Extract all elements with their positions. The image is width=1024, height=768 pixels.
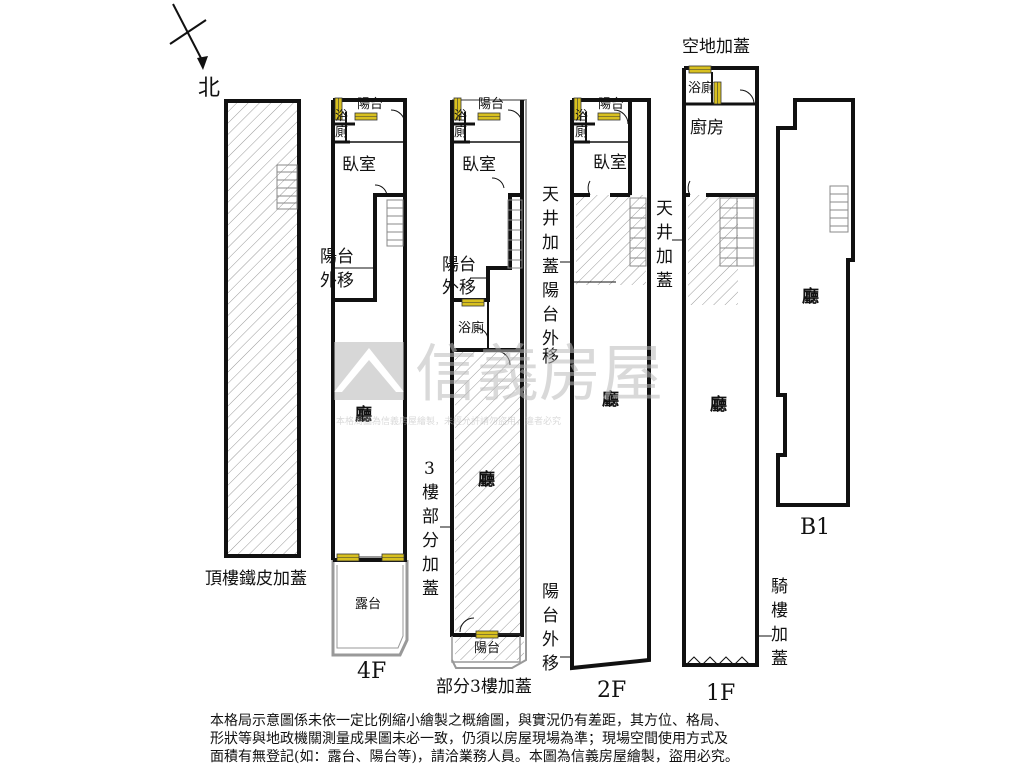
floor-3f-note-6: 蓋 bbox=[422, 579, 439, 599]
floor-2f-note-5: 陽 bbox=[542, 281, 559, 301]
floor-1f-arcade-4: 蓋 bbox=[771, 649, 788, 669]
disclaimer: 本格局示意圖係未依一定比例縮小繪製之概繪圖，與實況仍有差距，其方位、格局、 形狀… bbox=[210, 712, 739, 765]
floor-3f-balcony-shift-1: 陽台 bbox=[442, 255, 476, 275]
watermark-notice: 本格局圖為信義房屋繪製，未經允許請勿盜用，違者必究 bbox=[336, 415, 561, 427]
floor-2f-shift-1: 陽 bbox=[542, 582, 559, 602]
floor-2f-label: 2F bbox=[597, 678, 626, 703]
floor-4f-bath-1: 浴 bbox=[335, 109, 348, 124]
floor-3f-note-1: 3 bbox=[424, 459, 435, 479]
floor-4f-balcony: 陽台 bbox=[357, 97, 383, 112]
disclaimer-line-1: 本格局示意圖係未依一定比例縮小繪製之概繪圖，與實況仍有差距，其方位、格局、 bbox=[210, 712, 728, 729]
floor-4f-balcony-shift-1: 陽台 bbox=[320, 247, 354, 267]
floor-1f-plan: 空地加蓋 浴廁 廚房 天 井 加 蓋 廳 騎 樓 加 蓋 1F bbox=[656, 37, 788, 706]
roof-note: 頂樓鐵皮加蓋 bbox=[205, 569, 307, 589]
floor-2f-note-4: 蓋 bbox=[542, 257, 559, 277]
floor-4f-bedroom: 臥室 bbox=[342, 155, 376, 175]
floor-3f-note-2: 樓 bbox=[422, 483, 439, 503]
floor-b1-label: B1 bbox=[800, 515, 830, 540]
floor-3f-note-3: 部 bbox=[422, 507, 439, 527]
floor-2f-note-1: 天 bbox=[542, 185, 559, 205]
floor-1f-arcade-1: 騎 bbox=[771, 577, 788, 597]
floor-3f-plan: 陽台 浴 廁 臥室 陽台 外移 浴廁 廳 3 樓 部 分 加 蓋 陽台 部分3樓… bbox=[422, 97, 532, 697]
floor-2f-shift-4: 移 bbox=[542, 654, 559, 674]
floor-1f-arcade-3: 加 bbox=[771, 625, 788, 645]
floor-1f-vacant-land: 空地加蓋 bbox=[682, 37, 750, 57]
floor-2f-note-3: 加 bbox=[542, 233, 559, 253]
floor-3f-caption: 部分3樓加蓋 bbox=[436, 677, 532, 697]
floor-2f-balcony: 陽台 bbox=[598, 97, 624, 112]
floor-2f-note-2: 井 bbox=[542, 209, 559, 229]
floor-3f-note-5: 加 bbox=[422, 555, 439, 575]
floor-2f-bath-1: 浴 bbox=[575, 109, 588, 124]
floor-2f-plan: 陽台 浴 廁 臥室 天 井 加 蓋 陽 台 外 移 廳 陽 台 外 移 2F bbox=[542, 97, 651, 703]
floor-3f-hall: 廳 bbox=[478, 469, 495, 490]
watermark-logo bbox=[334, 342, 404, 400]
floor-3f-bedroom: 臥室 bbox=[462, 155, 496, 175]
watermark-brand: 信義房屋 bbox=[415, 337, 663, 410]
floor-1f-label: 1F bbox=[706, 681, 735, 706]
floor-3f-bath-2: 廁 bbox=[454, 124, 467, 140]
floor-2f-shift-2: 台 bbox=[542, 606, 559, 626]
floor-1f-note-2: 井 bbox=[656, 223, 673, 243]
floor-1f-arcade-2: 樓 bbox=[771, 601, 788, 621]
floor-4f-terrace: 露台 bbox=[355, 597, 381, 612]
floor-1f-note-3: 加 bbox=[656, 247, 673, 267]
north-arrow: 北 bbox=[169, 3, 220, 101]
floor-1f-note-1: 天 bbox=[656, 199, 673, 219]
floor-b1-hall: 廳 bbox=[802, 286, 819, 307]
floor-4f-plan: 陽台 浴 廁 臥室 陽台 外移 廳 露台 4F bbox=[320, 97, 409, 684]
floor-2f-note-6: 台 bbox=[542, 305, 559, 325]
floor-b1-plan: 廳 B1 bbox=[776, 98, 855, 540]
floor-4f-hall: 廳 bbox=[355, 404, 372, 425]
floor-2f-hall: 廳 bbox=[602, 389, 619, 410]
floor-1f-bath: 浴廁 bbox=[688, 80, 714, 96]
floor-2f-bedroom: 臥室 bbox=[593, 153, 627, 173]
floor-3f-balcony-shift-2: 外移 bbox=[442, 278, 476, 298]
disclaimer-line-2: 形狀等與地政機關測量成果圖未必一致，仍須以房屋現場為準；現場空間使用方式及 bbox=[210, 730, 728, 747]
floor-1f-note-4: 蓋 bbox=[656, 271, 673, 291]
floor-3f-back-balcony: 陽台 bbox=[474, 641, 500, 656]
floor-4f-label: 4F bbox=[357, 659, 386, 684]
floor-3f-balcony: 陽台 bbox=[478, 97, 504, 112]
floor-1f-kitchen: 廚房 bbox=[690, 117, 724, 138]
floor-3f-bath-1: 浴 bbox=[454, 109, 467, 124]
floor-2f-bath-2: 廁 bbox=[575, 124, 588, 140]
north-label: 北 bbox=[198, 76, 220, 101]
floor-3f-bath2: 浴廁 bbox=[458, 320, 484, 336]
floor-2f-shift-3: 外 bbox=[542, 630, 559, 650]
watermark: 信義房屋 本格局圖為信義房屋繪製，未經允許請勿盜用，違者必究 bbox=[334, 337, 663, 427]
floor-4f-bath-2: 廁 bbox=[335, 124, 348, 140]
floor-2f-note-7: 外 bbox=[542, 329, 559, 349]
floor-3f-note-4: 分 bbox=[422, 531, 439, 551]
disclaimer-line-3: 面積有無登記(如：露台、陽台等)，請洽業務人員。本圖為信義房屋繪製，盜用必究。 bbox=[210, 748, 739, 765]
floor-4f-balcony-shift-2: 外移 bbox=[320, 271, 354, 291]
floor-1f-hall: 廳 bbox=[710, 394, 727, 415]
roof-plan: 頂樓鐵皮加蓋 bbox=[205, 99, 307, 589]
floor-2f-note-8: 移 bbox=[542, 347, 559, 367]
